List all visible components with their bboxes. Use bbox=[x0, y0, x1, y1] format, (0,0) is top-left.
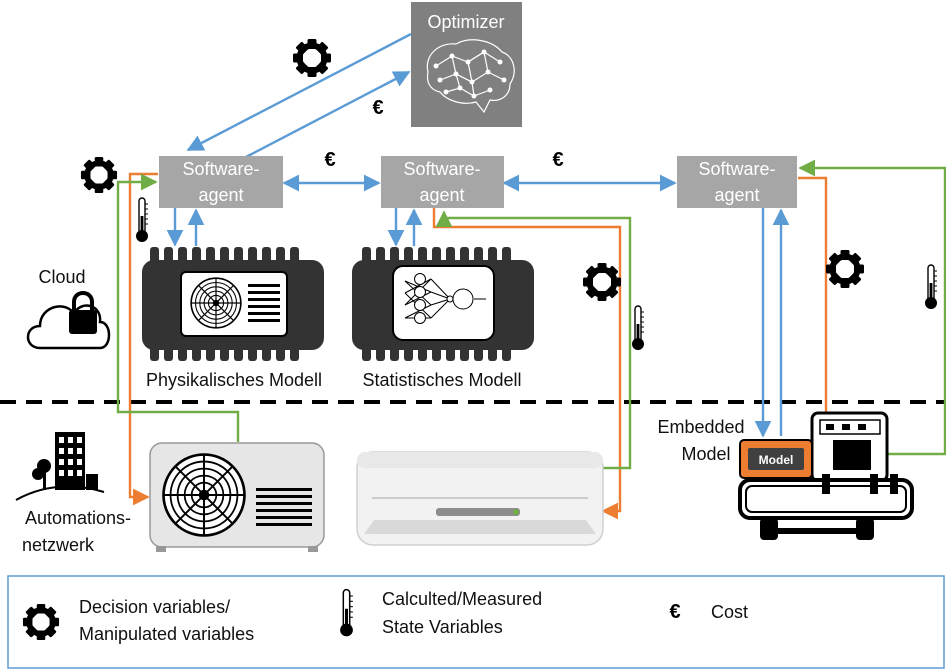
agent-3-line2: agent bbox=[714, 185, 759, 205]
automation-label-line2: netzwerk bbox=[22, 535, 95, 555]
legend-cost-label: Cost bbox=[711, 602, 748, 622]
legend-state-line2: State Variables bbox=[382, 617, 503, 637]
thermometer-icon bbox=[135, 197, 149, 243]
green-state-flows bbox=[116, 159, 946, 470]
embedded-model-chip: Model bbox=[739, 439, 813, 479]
physical-model-label: Physikalisches Modell bbox=[146, 370, 322, 390]
cloud-label: Cloud bbox=[38, 267, 85, 287]
legend: Decision variables/ Manipulated variable… bbox=[7, 575, 945, 669]
city-building-icon bbox=[15, 432, 105, 501]
thermometer-icon bbox=[924, 264, 938, 310]
embedded-label-line2: Model bbox=[681, 444, 730, 464]
blue-data-flows bbox=[166, 32, 790, 438]
agent-2-line1: Software- bbox=[403, 159, 480, 179]
embedded-label-line1: Embedded bbox=[657, 417, 744, 437]
agent-3-line1: Software- bbox=[698, 159, 775, 179]
heat-pump-outdoor-unit bbox=[149, 442, 325, 552]
indoor-ac-unit bbox=[356, 451, 604, 546]
statistical-model-label: Statistisches Modell bbox=[362, 370, 521, 390]
neural-brain-icon bbox=[426, 39, 515, 114]
legend-euro-icon: € bbox=[669, 601, 680, 623]
gear-icon bbox=[826, 250, 864, 288]
cost-euro-agent-1-2: € bbox=[324, 149, 335, 171]
legend-decision-line2: Manipulated variables bbox=[79, 624, 254, 644]
agent-1-line1: Software- bbox=[182, 159, 259, 179]
statistical-model-chip bbox=[352, 247, 534, 361]
physical-model-chip bbox=[142, 247, 324, 361]
agent-2-line2: agent bbox=[419, 185, 464, 205]
gear-icon bbox=[293, 39, 331, 77]
embedded-machine: Model bbox=[738, 411, 914, 540]
embedded-chip-label: Model bbox=[759, 453, 794, 467]
cost-euro-agent-2-3: € bbox=[552, 149, 563, 171]
cost-euro-optimizer: € bbox=[372, 97, 383, 119]
legend-decision-line1: Decision variables/ bbox=[79, 597, 230, 617]
agent-1-line2: agent bbox=[198, 185, 243, 205]
thermometer-icon bbox=[631, 305, 645, 351]
legend-state-line1: Calculted/Measured bbox=[382, 589, 542, 609]
optimizer-box: Optimizer bbox=[411, 2, 522, 127]
automation-label-line1: Automations- bbox=[25, 508, 131, 528]
cloud-lock-icon bbox=[26, 291, 111, 350]
gear-icon bbox=[583, 263, 621, 301]
software-agent-2: Software- agent bbox=[381, 156, 504, 208]
software-agent-1: Software- agent bbox=[159, 156, 283, 208]
software-agent-3: Software- agent bbox=[677, 156, 797, 208]
gear-icon bbox=[81, 157, 117, 193]
neural-network-icon bbox=[404, 273, 486, 324]
optimizer-label: Optimizer bbox=[427, 12, 504, 32]
